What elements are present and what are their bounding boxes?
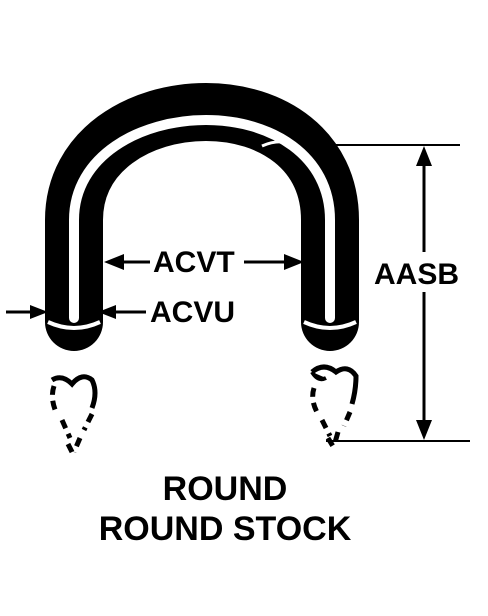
stock-diameter-label: ACVU (150, 296, 235, 329)
right-section-ghost (310, 364, 359, 450)
caption-line-2: ROUND STOCK (99, 510, 352, 548)
u-shaped-rod (45, 83, 359, 351)
overall-height-label: AASB (374, 258, 459, 291)
inner-width-label: ACVT (153, 246, 235, 279)
overall-height-dimension (322, 144, 470, 442)
caption-line-1: ROUND (163, 470, 288, 508)
stock-diameter-dimension (6, 305, 146, 319)
left-section-ghost (49, 374, 98, 458)
inner-width-dimension (104, 254, 304, 270)
